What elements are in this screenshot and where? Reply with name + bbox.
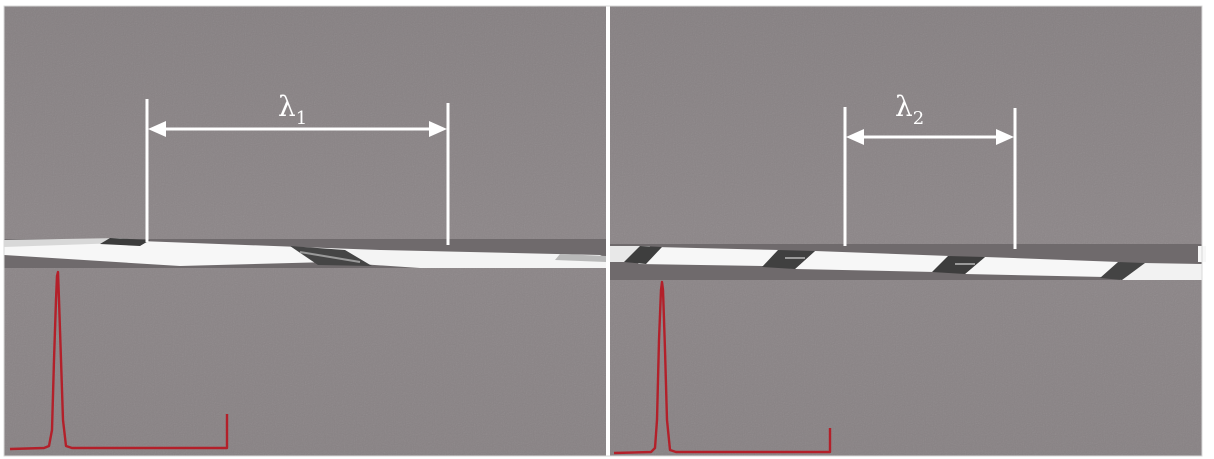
lambda-1-symbol: λ xyxy=(278,90,296,123)
lambda-2-subscript: 2 xyxy=(913,108,924,129)
lambda-1-subscript: 1 xyxy=(296,108,307,129)
left-filament xyxy=(4,238,606,268)
left-signal-trace xyxy=(9,270,229,451)
figure-border xyxy=(3,5,1203,457)
right-signal-trace xyxy=(613,280,832,455)
lambda-2-symbol: λ xyxy=(895,90,913,123)
left-panel: λ1 xyxy=(4,6,606,456)
left-panel-background xyxy=(4,6,606,456)
lambda-2-marker xyxy=(843,107,1017,249)
right-panel: λ2 xyxy=(610,6,1206,456)
right-panel-background xyxy=(610,6,1202,456)
lambda-2-label: λ2 xyxy=(895,90,924,129)
lambda-1-label: λ1 xyxy=(278,90,307,129)
panel-divider xyxy=(606,6,610,456)
right-filament xyxy=(610,244,1206,280)
lambda-1-marker xyxy=(145,99,450,245)
